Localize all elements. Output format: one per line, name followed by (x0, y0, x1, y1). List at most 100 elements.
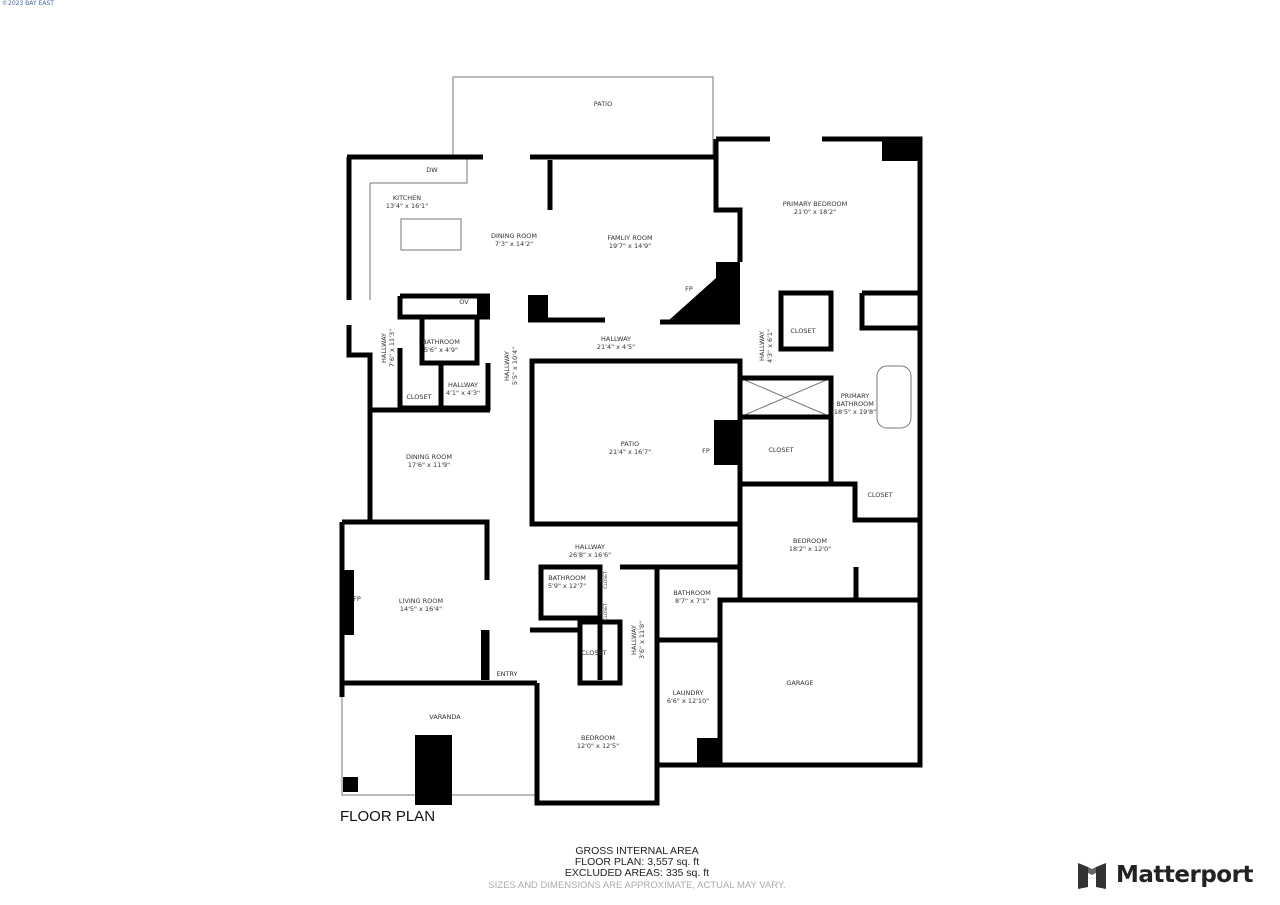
room-name: ENTRY (496, 670, 517, 678)
fixture-label-fp: FP (702, 447, 710, 455)
room-closet: CLOSET (867, 491, 892, 499)
room-garage: GARAGE (786, 679, 813, 687)
room-name: BEDROOM (793, 537, 827, 545)
fixture-label-fp: FP (353, 595, 361, 603)
room-dimensions: 19'7" x 14'9" (609, 242, 651, 250)
room-name: HALLWAY (758, 331, 766, 361)
solid-blocks (342, 139, 922, 805)
excluded-area: EXCLUDED AREAS: 335 sq. ft (564, 867, 710, 879)
room-name: HALLWAY (380, 333, 388, 363)
room-dimensions: 21'0" x 18'2" (794, 208, 836, 216)
room-dimensions: 5'6" x 4'9" (424, 346, 458, 354)
fixture-label-dw: DW (426, 166, 438, 174)
room-name: HALLWAY (601, 335, 631, 343)
fixture-label-closet: CLOSET (603, 603, 609, 621)
room-name: BATHROOM (422, 338, 460, 346)
disclaimer: SIZES AND DIMENSIONS ARE APPROXIMATE, AC… (488, 880, 786, 891)
room-name: LIVING ROOM (399, 597, 443, 605)
fixture-label-fp: FP (685, 285, 693, 293)
room-dimensions: 17'6" x 11'9" (408, 461, 450, 469)
room-name: KITCHEN (393, 194, 421, 202)
brand-name: Matterport (1116, 862, 1253, 888)
room-name: FAMLIY ROOM (607, 234, 652, 242)
room-name: HALLWAY (630, 625, 638, 655)
room-name: BATHROOM (673, 589, 711, 597)
room-dimensions: 4'1" x 4'3" (446, 389, 480, 397)
room-name: BEDROOM (581, 734, 615, 742)
room-dimensions: 6'6" x 12'10" (667, 697, 709, 705)
room-dimensions: 3'6" x 11'8" (638, 621, 646, 659)
room-name: CLOSET (790, 327, 815, 335)
room-name: HALLWAY (575, 543, 605, 551)
room-name: HALLWAY (503, 351, 511, 381)
room-name: VARANDA (429, 713, 461, 721)
room-name: PATIO (621, 440, 639, 448)
room-dimensions: 5'9" x 12'7" (548, 582, 586, 590)
room-name: CLOSET (581, 649, 606, 657)
fixture-label-ov: OV (459, 298, 469, 306)
floor-plan-area: FLOOR PLAN: 3,557 sq. ft (574, 856, 700, 868)
room-dimensions: 4'3" x 6'1" (766, 329, 774, 363)
room-name: DINING ROOM (491, 232, 537, 240)
matterport-brand: Matterport (1076, 859, 1253, 891)
room-dimensions: 7'6" x 11'3" (388, 329, 396, 367)
room-closet: CLOSET (581, 649, 606, 657)
room-dimensions: 26'8" x 16'6" (569, 551, 611, 559)
room-name: PRIMARY BEDROOM (783, 200, 847, 208)
room-patio: PATIO (594, 100, 612, 108)
room-dimensions: 13'4" x 16'1" (386, 202, 428, 210)
room-dimensions: 5'5" x 10'4" (511, 347, 519, 385)
room-name: DINING ROOM (406, 453, 452, 461)
room-dimensions: 18'5" x 19'8" (834, 408, 876, 416)
room-name: BATHROOM (836, 400, 874, 408)
room-name: CLOSET (867, 491, 892, 499)
room-name: GARAGE (786, 679, 813, 687)
room-closet: CLOSET (768, 446, 793, 454)
room-name: HALLWAY (448, 381, 478, 389)
room-varanda: VARANDA (429, 713, 461, 721)
room-dimensions: 7'3" x 14'2" (495, 240, 533, 248)
room-closet: CLOSET (406, 393, 431, 401)
room-name: PRIMARY (841, 392, 870, 400)
room-name: CLOSET (406, 393, 431, 401)
room-entry: ENTRY (496, 670, 517, 678)
room-dimensions: 21'4" x 16'7" (609, 448, 651, 456)
room-dimensions: 8'7" x 7'1" (675, 597, 709, 605)
room-dimensions: 12'0" x 12'5" (577, 742, 619, 750)
gross-area-heading: GROSS INTERNAL AREA (575, 845, 699, 857)
room-name: BATHROOM (548, 574, 586, 582)
patio-outline (341, 76, 912, 796)
room-name: PATIO (594, 100, 612, 108)
floor-plan-title: FLOOR PLAN (340, 808, 436, 825)
room-dimensions: 18'2" x 12'0" (789, 545, 831, 553)
matterport-logo-icon (1078, 863, 1106, 889)
watermark-logo: ©2023 BAY EAST (2, 0, 54, 7)
room-dimensions: 14'5" x 16'4" (400, 605, 442, 613)
room-dimensions: 21'4" x 4'5" (597, 343, 635, 351)
room-name: CLOSET (768, 446, 793, 454)
room-closet: CLOSET (790, 327, 815, 335)
fixture-label-closet: CLOSET (603, 571, 609, 589)
